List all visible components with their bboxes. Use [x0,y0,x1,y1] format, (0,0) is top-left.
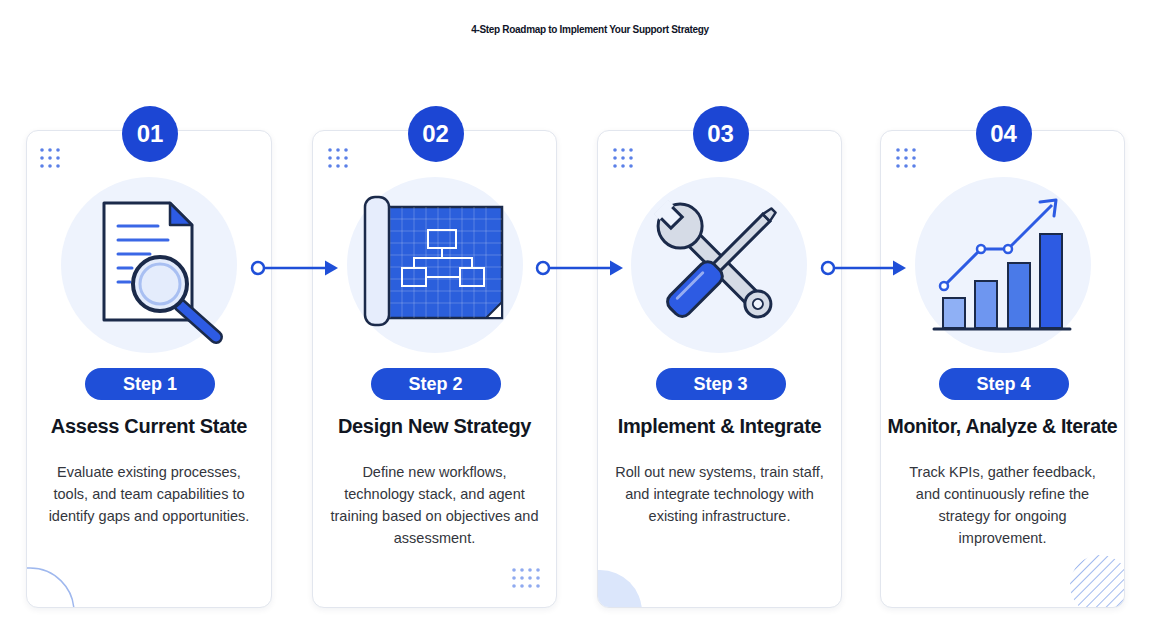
step-number-badge: 03 [693,106,749,162]
step-label: Step 3 [693,374,747,395]
step-heading: Design New Strategy [317,415,552,438]
step-heading: Assess Current State [31,415,267,438]
step-description: Define new workflows, technology stack, … [329,461,540,549]
step-label-pill: Step 1 [85,368,215,400]
step-label-pill: Step 3 [656,368,786,400]
step-description: Roll out new systems, train staff, and i… [614,461,825,527]
step-card: Assess Current StateEvaluate existing pr… [26,130,272,608]
step-label: Step 2 [408,374,462,395]
step-number-badge: 02 [408,106,464,162]
step-label: Step 4 [976,374,1030,395]
step-heading: Implement & Integrate [602,415,837,438]
step-card: Monitor, Analyze & IterateTrack KPIs, ga… [880,130,1125,608]
step-card: Design New StrategyDefine new workflows,… [312,130,557,608]
step-number: 04 [990,120,1017,148]
step-label: Step 1 [123,374,177,395]
step-number: 01 [137,120,164,148]
step-number-badge: 01 [122,106,178,162]
step-description: Track KPIs, gather feedback, and continu… [897,461,1108,549]
step-description: Evaluate existing processes, tools, and … [43,461,255,527]
step-card: Implement & IntegrateRoll out new system… [597,130,842,608]
step-heading: Monitor, Analyze & Iterate [885,415,1120,438]
step-label-pill: Step 2 [371,368,501,400]
diagram-title: 4-Step Roadmap to Implement Your Support… [14,24,1152,35]
step-number: 02 [422,120,449,148]
step-number: 03 [707,120,734,148]
step-number-badge: 04 [976,106,1032,162]
step-label-pill: Step 4 [939,368,1069,400]
